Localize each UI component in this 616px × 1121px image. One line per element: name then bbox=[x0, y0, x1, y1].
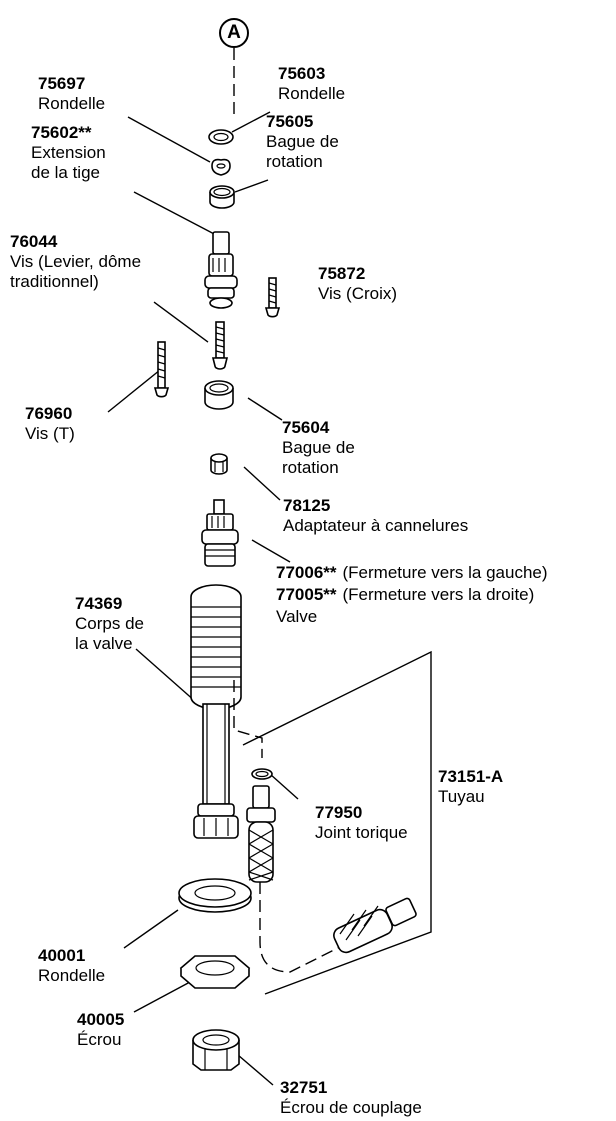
hose-73151-A-lower bbox=[333, 897, 417, 954]
o-ring-77950 bbox=[251, 768, 273, 780]
valve-label: Valve bbox=[276, 607, 318, 626]
part-label-75604: 75604 Bague de rotation bbox=[282, 418, 355, 477]
screw-76960 bbox=[153, 341, 170, 398]
stem-extension-75602 bbox=[204, 231, 238, 309]
part-label-77950: 77950 Joint torique bbox=[315, 803, 408, 842]
hose-group-outline bbox=[242, 650, 432, 995]
part-label-75872: 75872 Vis (Croix) bbox=[318, 264, 398, 303]
coupling-nut-32751 bbox=[192, 1029, 240, 1071]
part-label-78125: 78125 Adaptateur à cannelures bbox=[283, 496, 469, 535]
rotation-ring-75604 bbox=[204, 380, 234, 410]
hose-dashed-path bbox=[259, 882, 351, 973]
assembly-dashed-line bbox=[233, 680, 263, 758]
part-label-73151-A: 73151-A Tuyau bbox=[438, 767, 504, 806]
part-label-40001: 40001 Rondelle bbox=[38, 946, 106, 985]
part-label-77005: 77005**(Fermeture vers la droite) bbox=[276, 585, 535, 604]
washer-40001 bbox=[178, 878, 252, 913]
part-label-76960: 76960 Vis (T) bbox=[25, 404, 75, 443]
hose-73151-A-upper bbox=[246, 785, 276, 883]
screw-76044 bbox=[211, 321, 229, 370]
spline-adapter-78125 bbox=[210, 453, 228, 475]
part-label-32751: 32751 Écrou de couplage bbox=[280, 1078, 422, 1117]
part-label-75697: 75697 Rondelle bbox=[38, 74, 106, 113]
valve-body-74369 bbox=[190, 584, 242, 839]
part-label-75603: 75603 Rondelle bbox=[278, 64, 346, 103]
screw-75872 bbox=[264, 277, 281, 318]
part-label-77006: 77006**(Fermeture vers la gauche) bbox=[276, 563, 548, 582]
washer-75603 bbox=[208, 129, 234, 145]
leader-lines bbox=[107, 111, 299, 1086]
valve-cartridge bbox=[201, 499, 239, 567]
part-label-76044: 76044 Vis (Levier, dôme traditionnel) bbox=[10, 232, 142, 291]
washer-75697 bbox=[211, 158, 231, 176]
nut-40005 bbox=[179, 955, 251, 989]
callout-a: A bbox=[219, 18, 249, 48]
rotation-ring-75605 bbox=[209, 185, 235, 209]
part-label-75605: 75605 Bague de rotation bbox=[266, 112, 339, 171]
part-label-40005: 40005 Écrou bbox=[77, 1010, 125, 1049]
part-label-75602: 75602** Extension de la tige bbox=[31, 123, 106, 182]
part-label-74369: 74369 Corps de la valve bbox=[75, 594, 144, 653]
